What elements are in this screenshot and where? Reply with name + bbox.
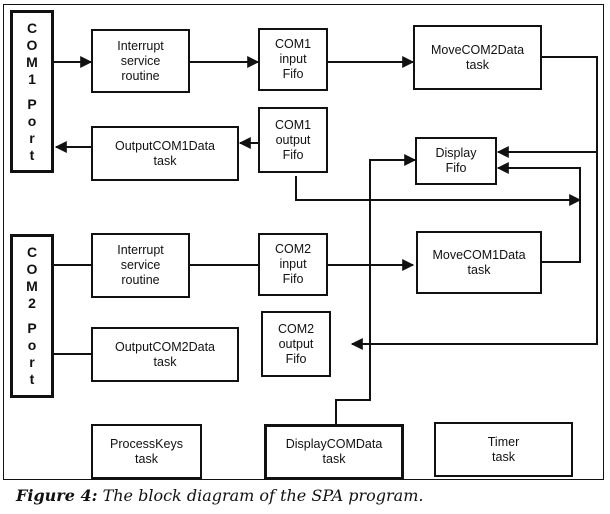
port-letter: r <box>29 354 35 370</box>
figure-label: Figure 4: <box>16 486 98 505</box>
isr2-box: Interrupt service routine <box>91 233 190 298</box>
move-com1-data-box: MoveCOM1Data task <box>416 231 542 294</box>
port-letter: O <box>26 261 38 277</box>
port-letter: t <box>29 146 35 163</box>
wire-movecom1-bus <box>496 162 581 263</box>
figure-caption: Figure 4: The block diagram of the SPA p… <box>16 486 423 505</box>
port-letter: r <box>29 129 35 146</box>
port-letter: C <box>26 244 38 260</box>
wire-displayfifo-displaycom <box>335 154 417 424</box>
com1-input-fifo-box: COM1 input Fifo <box>258 28 328 91</box>
port-letter: 1 <box>28 70 36 87</box>
com1-port: C O M 1 P o r t <box>10 10 54 173</box>
output-com2-data-box: OutputCOM2Data task <box>91 327 239 382</box>
port-letter: C <box>26 19 38 36</box>
timer-box: Timer task <box>434 422 573 477</box>
port-letter: o <box>27 112 37 129</box>
wire-bus-com1out <box>295 176 582 206</box>
move-com2-data-box: MoveCOM2Data task <box>413 25 542 90</box>
port-letter: t <box>29 371 35 387</box>
com2-output-fifo-box: COM2 output Fifo <box>261 311 331 377</box>
isr1-box: Interrupt service routine <box>91 29 190 93</box>
figure-caption-text: The block diagram of the SPA program. <box>97 486 424 505</box>
process-keys-box: ProcessKeys task <box>91 424 202 479</box>
port-letter: M <box>26 53 38 70</box>
port-letter: O <box>26 36 38 53</box>
com2-port: C O M 2 P o r t <box>10 234 54 398</box>
com1-output-fifo-box: COM1 output Fifo <box>258 107 328 173</box>
port-letter: P <box>27 95 37 112</box>
port-letter: o <box>27 337 37 353</box>
output-com1-data-box: OutputCOM1Data task <box>91 126 239 181</box>
display-fifo-box: Display Fifo <box>415 137 497 185</box>
wire-movecom2-bus <box>350 56 598 350</box>
port-letter: P <box>27 320 37 336</box>
port-letter: 2 <box>28 295 36 311</box>
display-com-data-box: DisplayCOMData task <box>264 424 404 480</box>
port-letter: M <box>26 278 38 294</box>
com2-input-fifo-box: COM2 input Fifo <box>258 233 328 296</box>
